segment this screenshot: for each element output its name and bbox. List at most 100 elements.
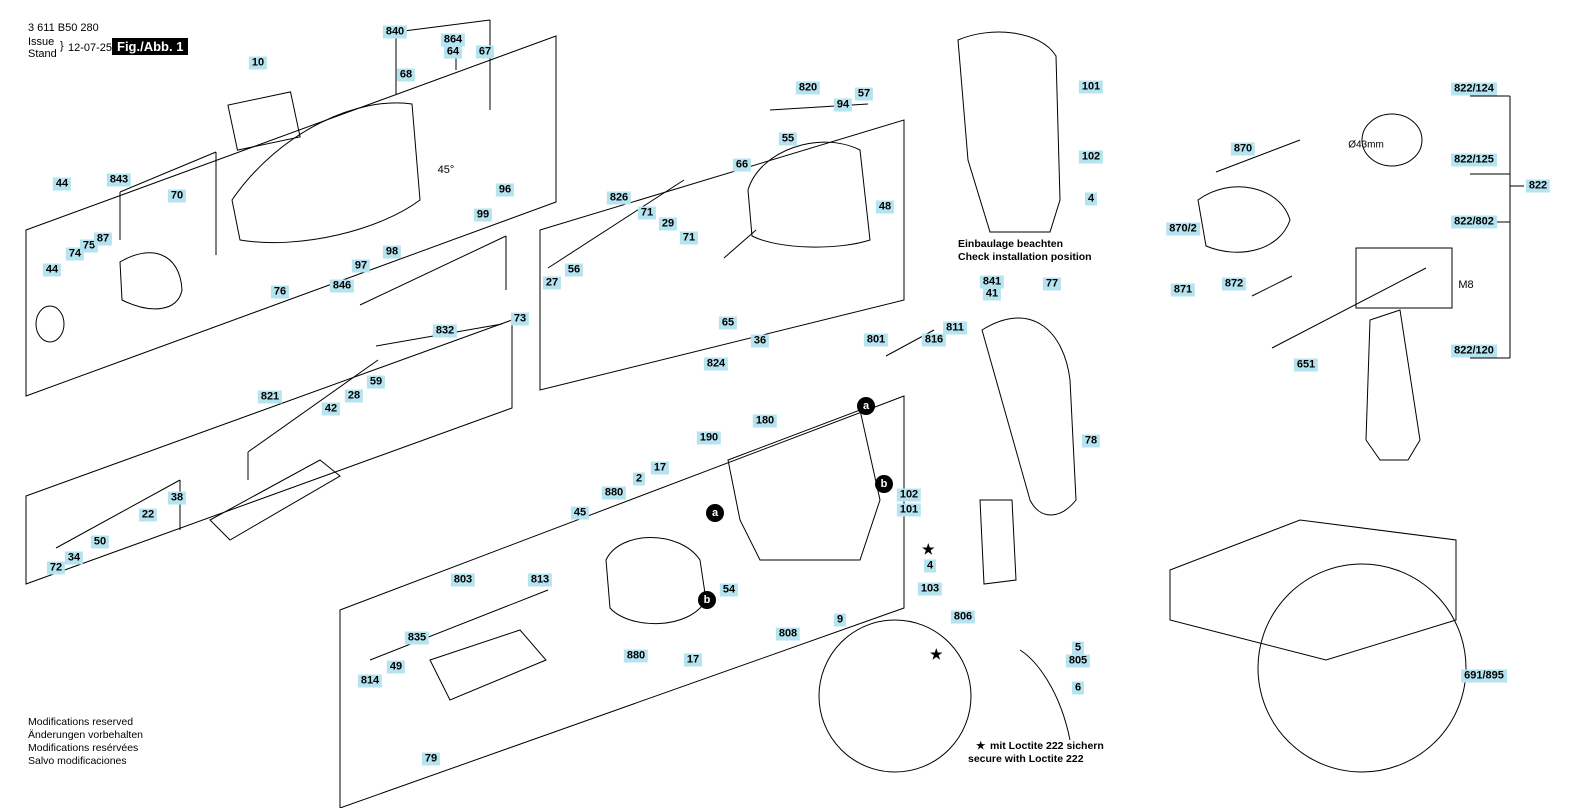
callout-a: a	[857, 397, 875, 415]
part-label: 68	[396, 68, 416, 82]
part-label: 880	[601, 486, 627, 500]
issue-date: 12-07-25	[68, 42, 113, 54]
part-label: 72	[46, 561, 66, 575]
part-label: 76	[270, 285, 290, 299]
part-label: 846	[329, 279, 355, 293]
part-label: 101	[896, 503, 922, 517]
loctite-note-en: secure with Loctite 222	[968, 753, 1084, 765]
part-label: 808	[775, 627, 801, 641]
part-label: 34	[64, 551, 84, 565]
modifications-line-4: Salvo modificaciones	[28, 755, 127, 767]
part-label: 2	[632, 472, 646, 486]
part-label: 44	[42, 263, 62, 277]
part-label: 651	[1293, 358, 1319, 372]
callout-a: a	[706, 504, 724, 522]
part-label: 36	[750, 334, 770, 348]
part-label: 811	[943, 321, 967, 335]
issue-label: Issue	[28, 36, 55, 48]
modifications-line-3: Modifications resérvées	[28, 742, 139, 754]
star-marker-2: ★	[922, 541, 935, 557]
part-label: 102	[896, 488, 922, 502]
modifications-line-1: Modifications reserved	[28, 716, 134, 728]
part-label: 822	[1525, 179, 1551, 193]
part-label: 103	[917, 582, 943, 596]
part-label: 832	[432, 324, 458, 338]
part-label: 70	[167, 189, 187, 203]
part-label: 822/125	[1451, 153, 1497, 167]
diameter-label: Ø43mm	[1348, 139, 1384, 151]
install-note-de: Einbaulage beachten	[958, 238, 1064, 250]
figure-tag: Fig./Abb. 1	[112, 38, 189, 55]
part-label: 54	[719, 583, 739, 597]
part-label: 10	[248, 56, 268, 70]
part-label: 27	[542, 276, 562, 290]
part-label: 48	[875, 200, 895, 214]
part-label: 56	[564, 263, 584, 277]
part-label: 78	[1081, 434, 1101, 448]
part-label: 50	[90, 535, 110, 549]
callout-b: b	[875, 475, 893, 493]
part-label: 97	[351, 259, 371, 273]
part-label: 44	[52, 177, 72, 191]
part-label: 59	[366, 375, 386, 389]
part-label: 870	[1230, 142, 1256, 156]
part-label: 813	[527, 573, 553, 587]
callout-b: b	[698, 591, 716, 609]
part-label: 180	[752, 414, 778, 428]
part-label: 99	[473, 208, 493, 222]
part-label: 824	[703, 357, 729, 371]
part-label: 822/802	[1451, 215, 1497, 229]
thread-label: M8	[1458, 279, 1474, 291]
part-label: 872	[1221, 277, 1247, 291]
part-label: 871	[1170, 283, 1196, 297]
part-label: 57	[854, 87, 874, 101]
part-label: 102	[1078, 150, 1104, 164]
star-marker-1: ★	[930, 646, 943, 662]
part-label: 821	[257, 390, 283, 404]
part-label: 801	[863, 333, 889, 347]
part-label: 6	[1071, 681, 1085, 695]
part-label: 45	[570, 506, 590, 520]
stand-label: Stand	[28, 48, 57, 60]
modifications-line-2: Änderungen vorbehalten	[28, 729, 144, 741]
part-label: 870/2	[1166, 222, 1200, 236]
group-frame-4	[539, 119, 905, 391]
group-frame-2	[25, 319, 513, 585]
part-label: 79	[421, 752, 441, 766]
part-label: 4	[1084, 192, 1098, 206]
part-label: 805	[1065, 654, 1091, 668]
part-label: 803	[450, 573, 476, 587]
part-label: 28	[344, 389, 364, 403]
part-label: 841	[979, 275, 1005, 289]
part-label: 87	[93, 232, 113, 246]
part-label: 820	[795, 81, 821, 95]
part-label: 814	[357, 674, 383, 688]
brace-symbol: }	[60, 40, 64, 52]
part-label: 49	[386, 660, 406, 674]
part-label: 77	[1042, 277, 1062, 291]
part-label: 38	[167, 491, 187, 505]
part-label: 74	[65, 247, 85, 261]
part-label: 71	[637, 206, 657, 220]
part-label: 4	[923, 559, 937, 573]
part-label: 190	[696, 431, 722, 445]
part-label: 67	[475, 45, 495, 59]
install-note-en: Check installation position	[958, 251, 1092, 263]
part-label: 96	[495, 183, 515, 197]
part-label: 17	[683, 653, 703, 667]
part-label: 880	[623, 649, 649, 663]
part-label: 691/895	[1461, 669, 1507, 683]
part-label: 22	[138, 508, 158, 522]
part-label: 835	[404, 631, 430, 645]
group-frame-3	[339, 395, 905, 808]
part-label: 64	[443, 45, 463, 59]
part-label: 822/120	[1451, 344, 1497, 358]
part-label: 9	[833, 613, 847, 627]
part-label: 66	[732, 158, 752, 172]
part-label: 5	[1071, 641, 1085, 655]
part-label: 101	[1078, 80, 1104, 94]
part-label: 94	[833, 98, 853, 112]
part-label: 816	[921, 333, 947, 347]
